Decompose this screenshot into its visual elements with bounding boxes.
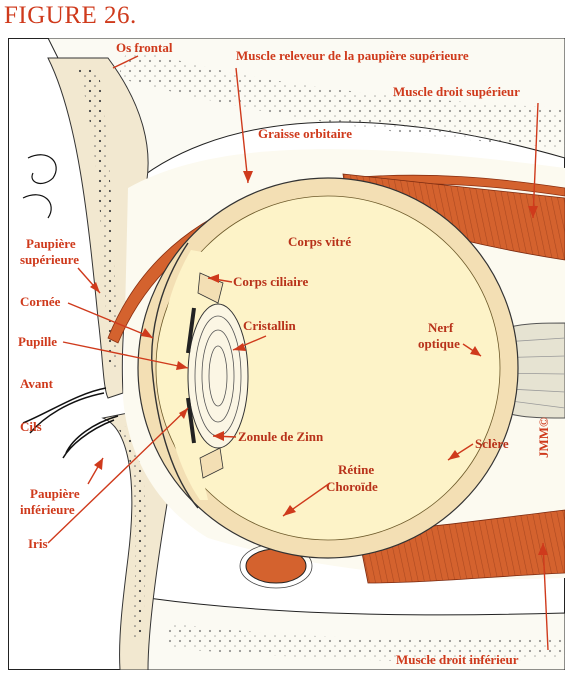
label-paupiere-superieure-1: Paupière [26,236,76,251]
figure-title: FIGURE 26. [4,2,137,30]
signature: JMM© [536,417,551,458]
label-retine: Rétine [338,462,374,477]
label-paupiere-superieure-2: supérieure [20,252,79,267]
label-cristallin: Cristallin [243,318,296,333]
label-avant: Avant [20,376,54,391]
label-muscle-releveur: Muscle releveur de la paupière supérieur… [236,48,469,63]
label-nerf: Nerf [428,320,454,335]
label-pupille: Pupille [18,334,57,349]
label-corps-ciliaire: Corps ciliaire [233,274,308,289]
label-os-frontal: Os frontal [116,40,173,55]
label-paupiere-inferieure-2: inférieure [20,502,75,517]
label-choroide: Choroïde [326,479,378,494]
upper-lid-skin-curls [23,155,56,218]
label-cornee: Cornée [20,294,61,309]
label-paupiere-inferieure-1: Paupière [30,486,80,501]
lower-eyelashes [63,416,118,458]
label-muscle-droit-superieur: Muscle droit supérieur [393,84,520,99]
label-cils: Cils [20,419,42,434]
label-graisse-orbitaire: Graisse orbitaire [258,126,352,141]
label-corps-vitre: Corps vitré [288,234,351,249]
label-muscle-droit-inferieur: Muscle droit inférieur [396,652,519,667]
eye-anatomy-diagram: Os frontal Muscle releveur de la paupièr… [8,38,565,670]
lens [188,304,248,448]
label-optique: optique [418,336,460,351]
label-iris: Iris [28,536,48,551]
label-zonule-de-zinn: Zonule de Zinn [238,429,324,444]
label-sclere: Sclère [475,436,509,451]
